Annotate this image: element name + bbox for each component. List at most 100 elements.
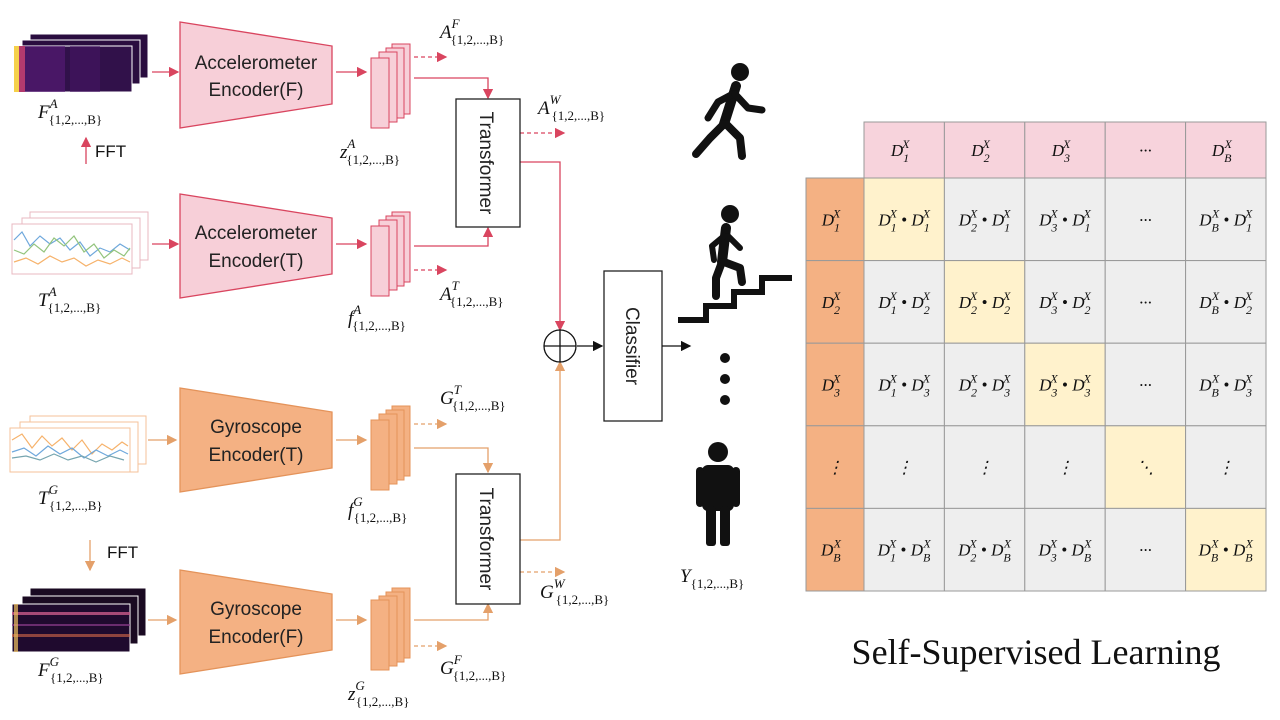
matrix-product-label: D2X • D1X [958,206,1011,234]
matrix-product-label: D1X • D3X [877,372,930,400]
svg-text:Classifier: Classifier [621,307,642,386]
matrix-product-label: DBX • D1X [1198,206,1253,234]
matrix-product-label: D3X • D3X [1038,372,1091,400]
matrix-ellipsis: ⋮ [896,458,913,477]
concat-operator-icon [543,329,577,363]
row-header-cell [805,507,865,592]
standing-person-icon [696,442,740,546]
svg-text:Gyroscope: Gyroscope [210,599,302,620]
matrix-product-label: DBX • D3X [1198,372,1253,400]
acc-encoder-f: Accelerometer Encoder(F) [179,21,333,129]
matrix-ellipsis: ··· [1139,376,1152,395]
matrix-product-label: D1X • DBX [877,537,932,565]
arrow-zG-transformer [414,602,494,621]
matrix-cell [863,425,945,509]
matrix-ellipsis: ··· [1139,210,1152,229]
matrix-cell [863,507,945,592]
svg-text:Transformer: Transformer [475,112,496,215]
svg-text:Gyroscope: Gyroscope [210,417,302,438]
gyro-spectrogram-stack [11,587,147,653]
matrix-cell [1185,425,1267,509]
col-header-cell [943,121,1026,179]
matrix-product-label: D2X • D2X [958,289,1011,317]
row-header-label: D2X [821,289,841,317]
matrix-cell [863,260,945,344]
gyro-timeseries-stack [9,415,147,473]
matrix-product-label: D3X • D2X [1038,289,1091,317]
label-z-G: zG{1,2,...,B} [347,678,409,709]
acc-encoder-t: Accelerometer Encoder(T) [179,193,333,299]
matrix-product-label: D2X • D3X [958,372,1011,400]
col-header-cell [1185,121,1267,179]
matrix-cell [1104,507,1187,592]
row-header-cell [805,342,865,427]
col-header-ellipsis: ··· [1139,141,1152,160]
fft-label-acc: FFT [95,142,126,161]
row-header-label: D1X [821,206,841,234]
svg-text:Accelerometer: Accelerometer [195,53,318,74]
arrow-zA-transformer [414,77,494,100]
col-header-label: D1X [890,137,910,165]
col-header-label: D3X [1051,137,1071,165]
arrow-fA-transformer [414,226,494,247]
matrix-ellipsis: ··· [1139,541,1152,560]
matrix-product-label: D3X • D1X [1038,206,1091,234]
transformer-acc: Transformer [455,98,521,228]
arrow-transformer-gyro-concat [520,360,566,541]
embedding-z-G [370,587,411,671]
self-supervised-learning-title: Self-Supervised Learning [852,632,1221,672]
col-header-label: D2X [970,137,990,165]
arrow-transformer-acc-concat [520,161,566,332]
matrix-product-label: D1X • D1X [877,206,930,234]
col-header-cell [863,121,945,179]
stairs-climbing-icon [678,205,792,323]
matrix-ellipsis: ⋮ [1217,458,1234,477]
svg-text:Encoder(T): Encoder(T) [208,445,303,466]
matrix-diagonal-cell [1185,507,1267,592]
matrix-cell [1024,260,1106,344]
arrow-fG-transformer [414,447,494,474]
matrix-cell [1104,177,1187,262]
row-header-label: DBX [820,537,842,565]
matrix-cell [943,177,1026,262]
label-G-W: GW{1,2,...,B} [540,576,609,607]
svg-text:Accelerometer: Accelerometer [195,223,318,244]
label-A-F: AF{1,2,...,B} [438,16,504,47]
label-F-G: FG{1,2,...,B} [37,654,104,685]
label-Y: Y{1,2,...,B} [680,566,744,591]
matrix-diagonal-cell [863,177,945,262]
svg-text:Encoder(F): Encoder(F) [208,627,303,648]
label-f-G: fG{1,2,...,B} [348,494,407,525]
label-z-A: zA{1,2,...,B} [339,136,400,167]
matrix-cell [1104,342,1187,427]
label-G-T: GT{1,2,...,B} [440,382,506,413]
similarity-matrix: D1X D2X D3X ··· DBX D1X D1X • D1X D2X • D1X D3X … [805,121,1267,592]
gyro-encoder-t: Gyroscope Encoder(T) [179,387,333,493]
row-header-label: D3X [821,372,841,400]
row-header-cell [805,177,865,262]
label-A-T: AT{1,2,...,B} [438,278,504,309]
label-T-G: TG{1,2,...,B} [38,482,103,513]
matrix-cell [943,425,1026,509]
label-G-F: GF{1,2,...,B} [440,652,506,683]
matrix-product-label: D1X • D2X [877,289,930,317]
matrix-cell [863,342,945,427]
acc-timeseries-stack [11,211,149,275]
matrix-cell [1185,260,1267,344]
embedding-f-G [370,405,411,491]
acc-spectrogram-stack [13,33,149,93]
matrix-product-label: DBX • D2X [1198,289,1253,317]
fft-label-gyro: FFT [107,543,138,562]
matrix-cell [1185,342,1267,427]
row-header-ellipsis: ⋮ [827,458,844,477]
label-F-A: FA{1,2,...,B} [37,96,102,127]
label-T-A: TA{1,2,...,B} [38,284,101,315]
matrix-ellipsis: ⋮ [1057,458,1074,477]
embedding-z-A [370,43,411,129]
transformer-gyro: Transformer [455,473,521,605]
svg-text:Encoder(T): Encoder(T) [208,251,303,272]
matrix-product-label: D2X • DBX [957,537,1012,565]
matrix-cell [1024,507,1106,592]
matrix-cell [1104,260,1187,344]
